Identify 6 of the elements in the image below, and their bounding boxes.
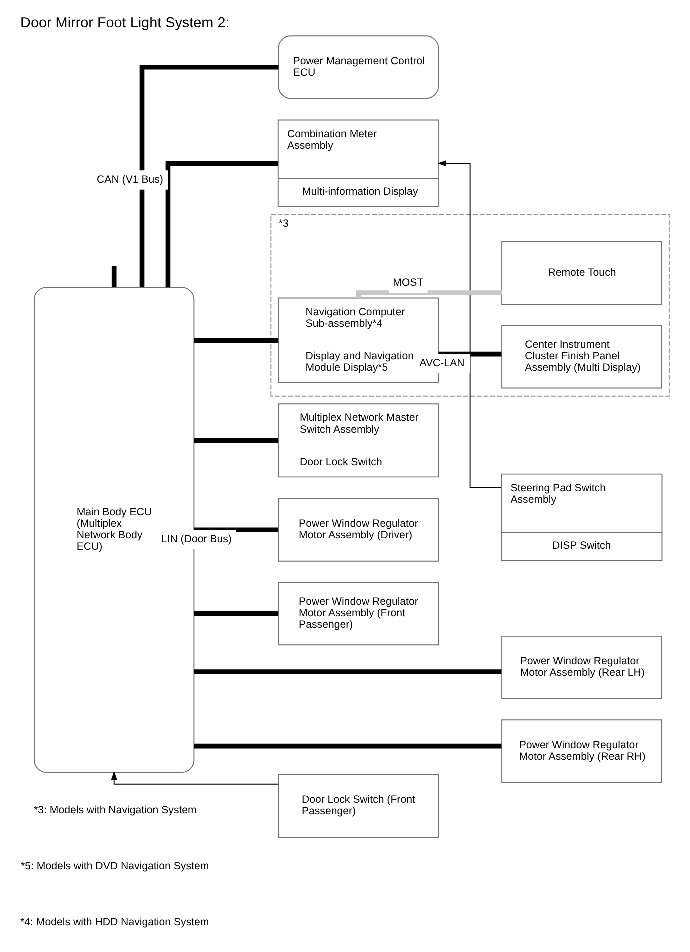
label: *3: Models with Navigation System — [34, 804, 197, 817]
label: *5: Models with DVD Navigation System — [21, 860, 210, 873]
label: *4: Models with HDD Navigation System — [20, 916, 210, 928]
edge-label: MOST — [393, 277, 424, 290]
edge-label: CAN (V1 Bus) — [97, 174, 164, 186]
diagram-title: Door Mirror Foot Light System 2: — [20, 15, 230, 32]
